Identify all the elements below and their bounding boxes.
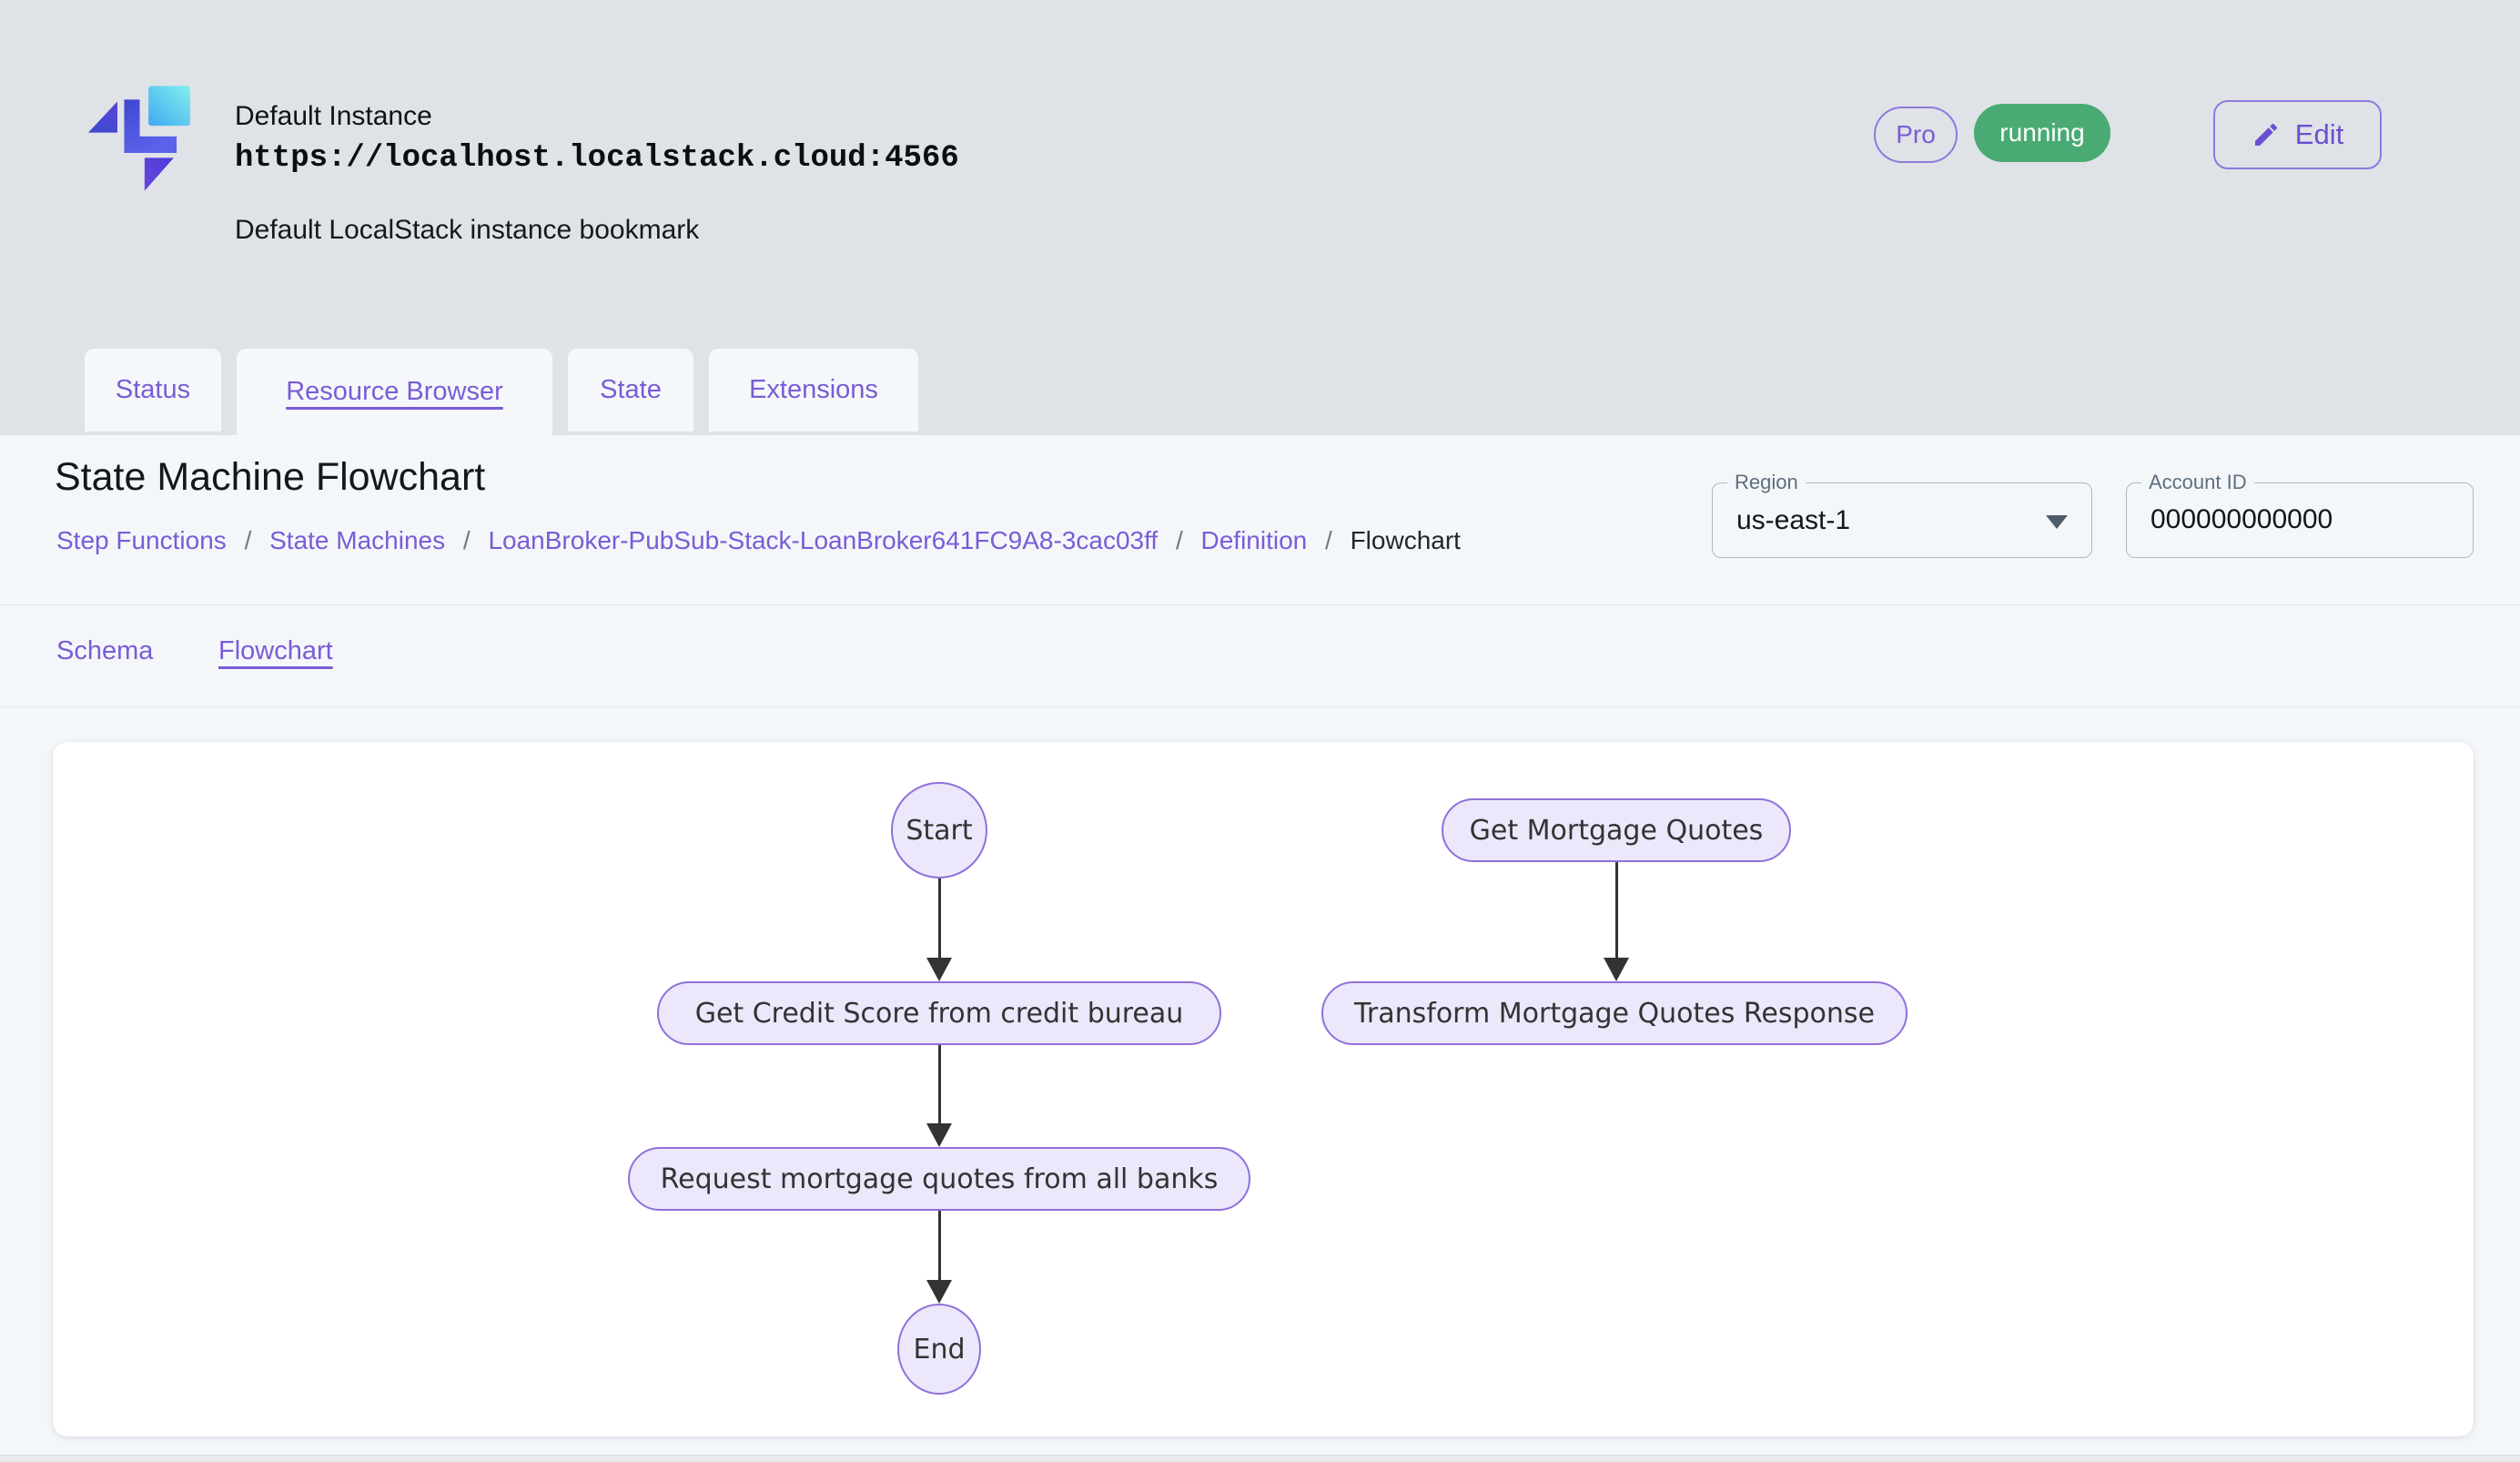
pencil-icon [2254, 123, 2277, 146]
subtab-flowchart[interactable]: Flowchart [218, 636, 333, 665]
pro-badge: Pro [1874, 107, 1958, 163]
flow-edge-arrow [926, 1211, 952, 1304]
flow-edge-arrow [926, 878, 952, 981]
tab-status[interactable]: Status [85, 349, 221, 431]
breadcrumb: Step Functions / State Machines / LoanBr… [56, 523, 1461, 558]
subtab-schema[interactable]: Schema [56, 636, 154, 665]
flow-node-get-mortgage-quotes: Get Mortgage Quotes [1442, 798, 1791, 862]
status-badge: running [1974, 104, 2110, 162]
flow-node-end: End [897, 1304, 981, 1395]
page-title: State Machine Flowchart [55, 455, 486, 499]
breadcrumb-current: Flowchart [1350, 526, 1461, 554]
edit-button-label: Edit [2294, 118, 2344, 150]
tab-resource-browser[interactable]: Resource Browser [237, 349, 552, 435]
flow-edge-arrow [926, 1045, 952, 1147]
account-id-input[interactable] [2127, 483, 2427, 555]
tab-state[interactable]: State [568, 349, 693, 431]
flow-node-request-quotes: Request mortgage quotes from all banks [628, 1147, 1250, 1211]
breadcrumb-step-functions[interactable]: Step Functions [56, 526, 227, 554]
flow-edge-arrow [1604, 862, 1629, 981]
breadcrumb-state-machines[interactable]: State Machines [269, 526, 446, 554]
region-label: Region [1727, 471, 1806, 494]
flowchart-card: Start Get Credit Score from credit burea… [53, 742, 2474, 1437]
page-header: Default Instance https://localhost.local… [0, 0, 2520, 435]
arrowhead-icon [1604, 958, 1629, 981]
breadcrumb-separator: / [1175, 526, 1183, 554]
account-id-field: Account ID [2126, 471, 2474, 558]
view-switcher-section: Schema Flowchart [0, 605, 2520, 707]
arrowhead-icon [926, 958, 952, 981]
instance-name: Default Instance [235, 101, 432, 131]
bottom-edge-strip [0, 1455, 2520, 1462]
tab-extensions[interactable]: Extensions [709, 349, 918, 431]
account-id-label: Account ID [2141, 471, 2254, 494]
breadcrumb-separator: / [244, 526, 252, 554]
edit-button[interactable]: Edit [2213, 100, 2382, 169]
breadcrumb-definition[interactable]: Definition [1200, 526, 1308, 554]
breadcrumb-separator: / [462, 526, 471, 554]
instance-url: https://localhost.localstack.cloud:4566 [235, 141, 959, 176]
localstack-logo [88, 86, 190, 191]
breadcrumb-separator: / [1325, 526, 1332, 554]
flow-node-get-credit-score: Get Credit Score from credit bureau [657, 981, 1221, 1045]
region-select[interactable]: Region us-east-1 [1712, 471, 2092, 558]
main-tabs: Status Resource Browser State Extensions [85, 349, 918, 435]
resource-browser-panel: State Machine Flowchart Step Functions /… [0, 435, 2520, 1462]
arrowhead-icon [926, 1280, 952, 1304]
chevron-down-icon [2046, 515, 2068, 529]
flow-node-start: Start [891, 782, 987, 878]
region-value: us-east-1 [1736, 505, 1851, 535]
instance-description: Default LocalStack instance bookmark [235, 215, 700, 245]
breadcrumb-state-machine-name[interactable]: LoanBroker-PubSub-Stack-LoanBroker641FC9… [488, 526, 1159, 554]
flow-node-transform-response: Transform Mortgage Quotes Response [1321, 981, 1908, 1045]
page-title-section: State Machine Flowchart Step Functions /… [0, 435, 2520, 605]
instance-info: Default Instance https://localhost.local… [235, 96, 959, 246]
arrowhead-icon [926, 1123, 952, 1147]
header-actions: Pro running Edit [1790, 0, 2382, 182]
